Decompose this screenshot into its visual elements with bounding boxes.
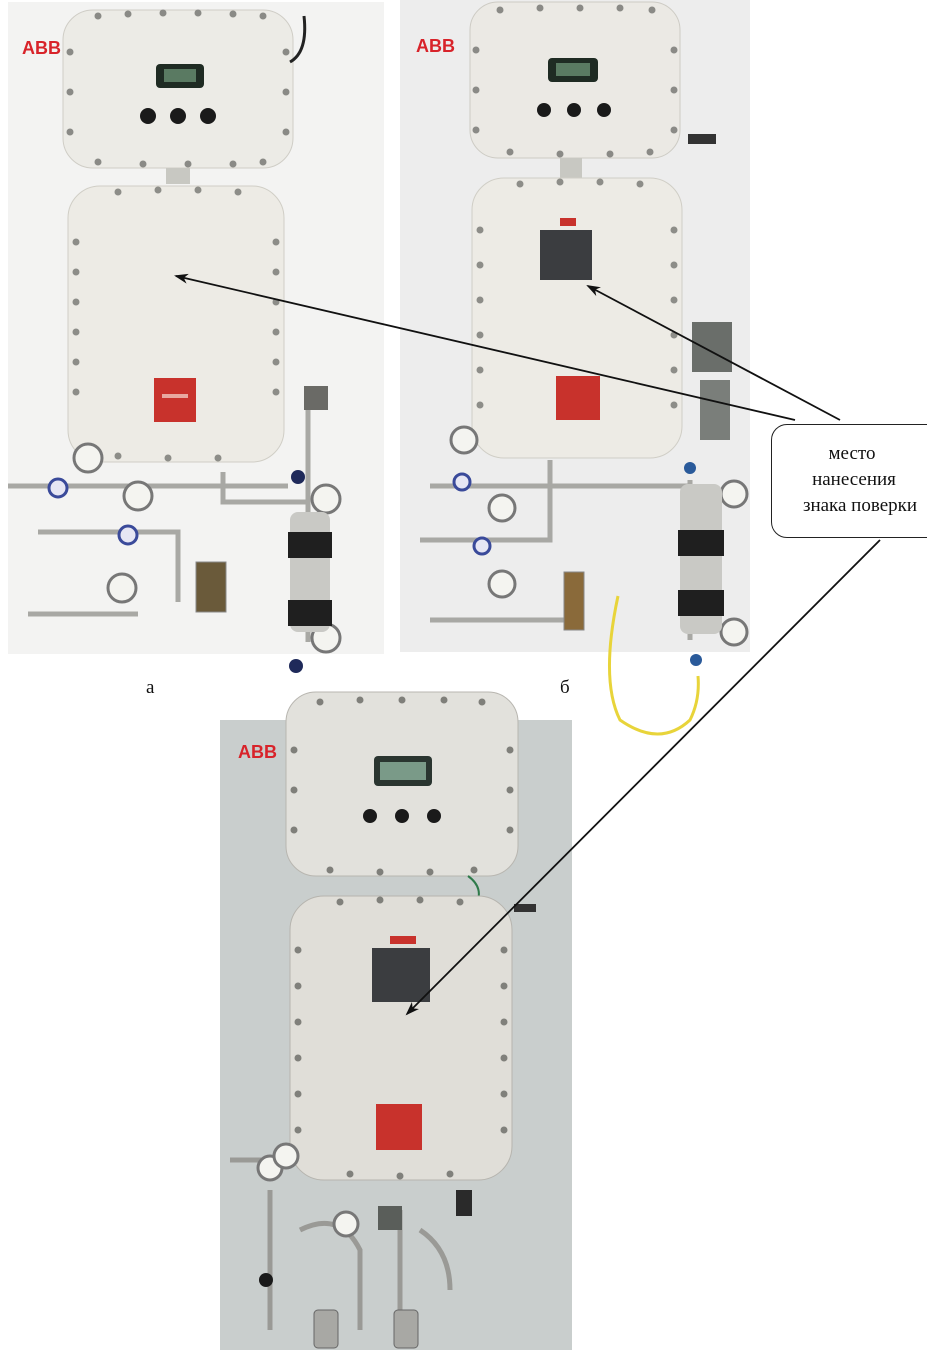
control-knob <box>597 103 611 117</box>
control-knob <box>140 108 156 124</box>
verification-mark-callout: место нанесения знака поверки <box>771 424 927 538</box>
certificate-plate <box>372 948 430 1002</box>
control-knob <box>427 809 441 823</box>
pressure-gauge <box>72 442 104 474</box>
control-knob <box>567 103 581 117</box>
callout-line-3: знака поверки <box>802 495 918 516</box>
arrow-to-photo-b <box>586 285 841 421</box>
yellow-cable <box>608 595 700 736</box>
pressure-gauge <box>332 1210 360 1238</box>
panel-label-b: б <box>560 677 570 698</box>
control-knob <box>395 809 409 823</box>
analyzer-photo-c: ABB <box>220 691 572 1350</box>
brand-logo: ABB <box>416 36 455 56</box>
pressure-gauge <box>310 483 342 515</box>
certificate-plate <box>540 230 592 280</box>
arrow-to-photo-a <box>174 273 796 421</box>
callout-line-1: место <box>828 443 876 464</box>
warning-label <box>376 1104 422 1150</box>
analyzer-enclosure <box>67 185 285 463</box>
pressure-gauge <box>719 617 749 647</box>
pressure-gauge <box>449 425 479 455</box>
pressure-gauge <box>122 480 154 512</box>
control-knob <box>363 809 377 823</box>
control-knob <box>537 103 551 117</box>
pressure-gauge <box>487 493 517 523</box>
flowmeter <box>195 561 227 613</box>
pressure-gauge <box>487 569 517 599</box>
arrow-to-photo-c <box>405 539 881 1016</box>
control-knob <box>200 108 216 124</box>
panel-label-a: а <box>146 677 155 698</box>
flowmeter <box>563 571 585 631</box>
warning-label <box>154 378 196 422</box>
analyzer-photo-a: ABB <box>8 2 384 673</box>
analyzer-photo-b: ABB <box>400 0 750 736</box>
analyzer-enclosure <box>289 895 513 1181</box>
brand-logo: ABB <box>238 742 277 762</box>
callout-line-2: нанесения <box>812 469 896 490</box>
control-knob <box>170 108 186 124</box>
warning-label <box>556 376 600 420</box>
pressure-gauge <box>106 572 138 604</box>
pressure-gauge <box>272 1142 300 1170</box>
brand-logo: ABB <box>22 38 61 58</box>
analyzer-enclosure <box>471 177 683 459</box>
